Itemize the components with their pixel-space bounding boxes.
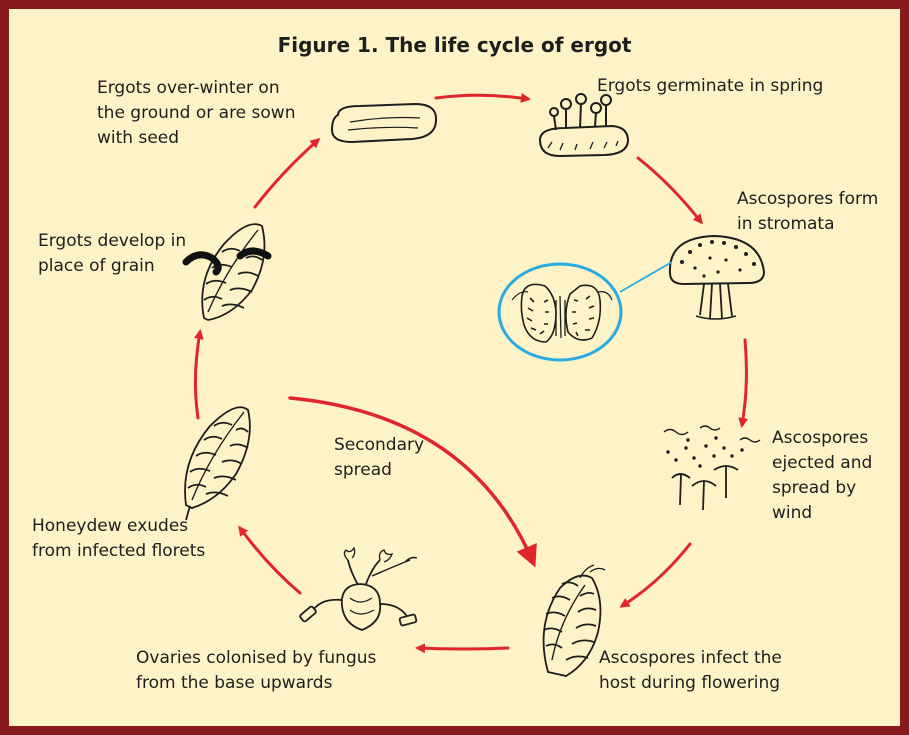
- arrow-infect-to-ovaries: [418, 648, 508, 649]
- flowering-ear-icon: [544, 565, 605, 676]
- arrow-secondary-spread: [290, 398, 533, 562]
- detail-connector-line: [620, 262, 672, 292]
- ergot-ear-icon: [186, 224, 268, 320]
- arrow-develop-to-overwinter: [255, 140, 318, 207]
- ergot-sclerotium-icon: [332, 104, 436, 142]
- arrow-ovaries-to-honeydew: [240, 528, 300, 593]
- honeydew-ear-icon: [185, 407, 250, 520]
- arrow-ejected-to-infect: [622, 544, 690, 606]
- infected-ovary-icon: [299, 548, 417, 630]
- perithecium-detail-icon: [499, 264, 621, 360]
- stroma-head-icon: [670, 236, 764, 319]
- arrow-honeydew-to-develop: [195, 332, 200, 418]
- germinating-ergot-icon: [540, 94, 628, 156]
- arrow-overwinter-to-germinate: [436, 95, 528, 99]
- arrow-stromata-to-ejected: [742, 340, 746, 425]
- arrow-germinate-to-stromata: [638, 158, 701, 222]
- ejected-ascospores-icon: [664, 426, 760, 510]
